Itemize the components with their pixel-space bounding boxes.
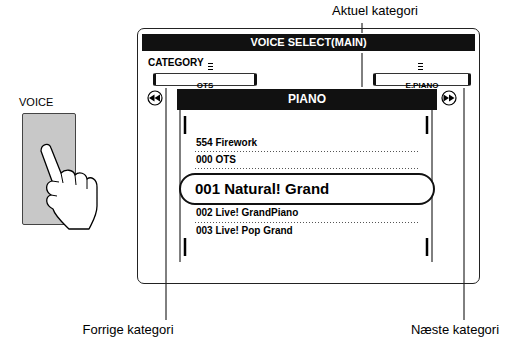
tick [208,66,213,67]
tick-marks [208,64,423,70]
current-category-box: PIANO [177,89,437,110]
category-name: PIANO [288,89,326,110]
leader-line [362,53,363,87]
hand-outline [41,144,97,229]
callout-label: Forrige kategori [82,323,173,338]
screen-title: VOICE SELECT(MAIN) [142,34,475,51]
separator [195,168,420,169]
voice-list-row: 000 OTS [196,154,236,166]
arrow-right [449,95,455,102]
arrow-left [149,95,155,102]
callout-label: Aktuel kategori [332,4,418,19]
next-category-box: E.PIANO [373,73,471,86]
prev-button [148,91,162,105]
leader-line [464,88,465,320]
scroll-bar [426,238,429,256]
separator [195,222,420,223]
scroll-bar [184,116,187,134]
callout-label: Næste kategori [411,323,499,338]
separator [195,151,420,152]
button-label: VOICE [19,96,53,109]
selected-voice-box: 001 Natural! Grand [179,173,435,205]
hand-creases [51,173,87,196]
tick [418,66,423,67]
tick [208,69,213,70]
scroll-bar [184,238,187,256]
tick [418,63,423,64]
scroll-bar [426,116,429,134]
previous-category-box: OTS [153,73,257,86]
voice-name: 001 Natural! Grand [195,175,329,202]
voice-button: VOICE [22,113,76,225]
section-heading: CATEGORY [148,57,204,69]
leader-line [166,88,167,320]
voice-list-row: 554 Firework [196,137,257,149]
voice-list-row: 002 Live! GrandPiano [196,207,298,219]
tick [208,63,213,64]
next-button [442,91,456,105]
arrow-right [444,95,450,102]
pressing-hand [1,1,121,241]
arrow-left [155,95,161,102]
leader-lines [166,23,464,320]
voice-list-row: 003 Live! Pop Grand [196,225,293,237]
tick [418,69,423,70]
